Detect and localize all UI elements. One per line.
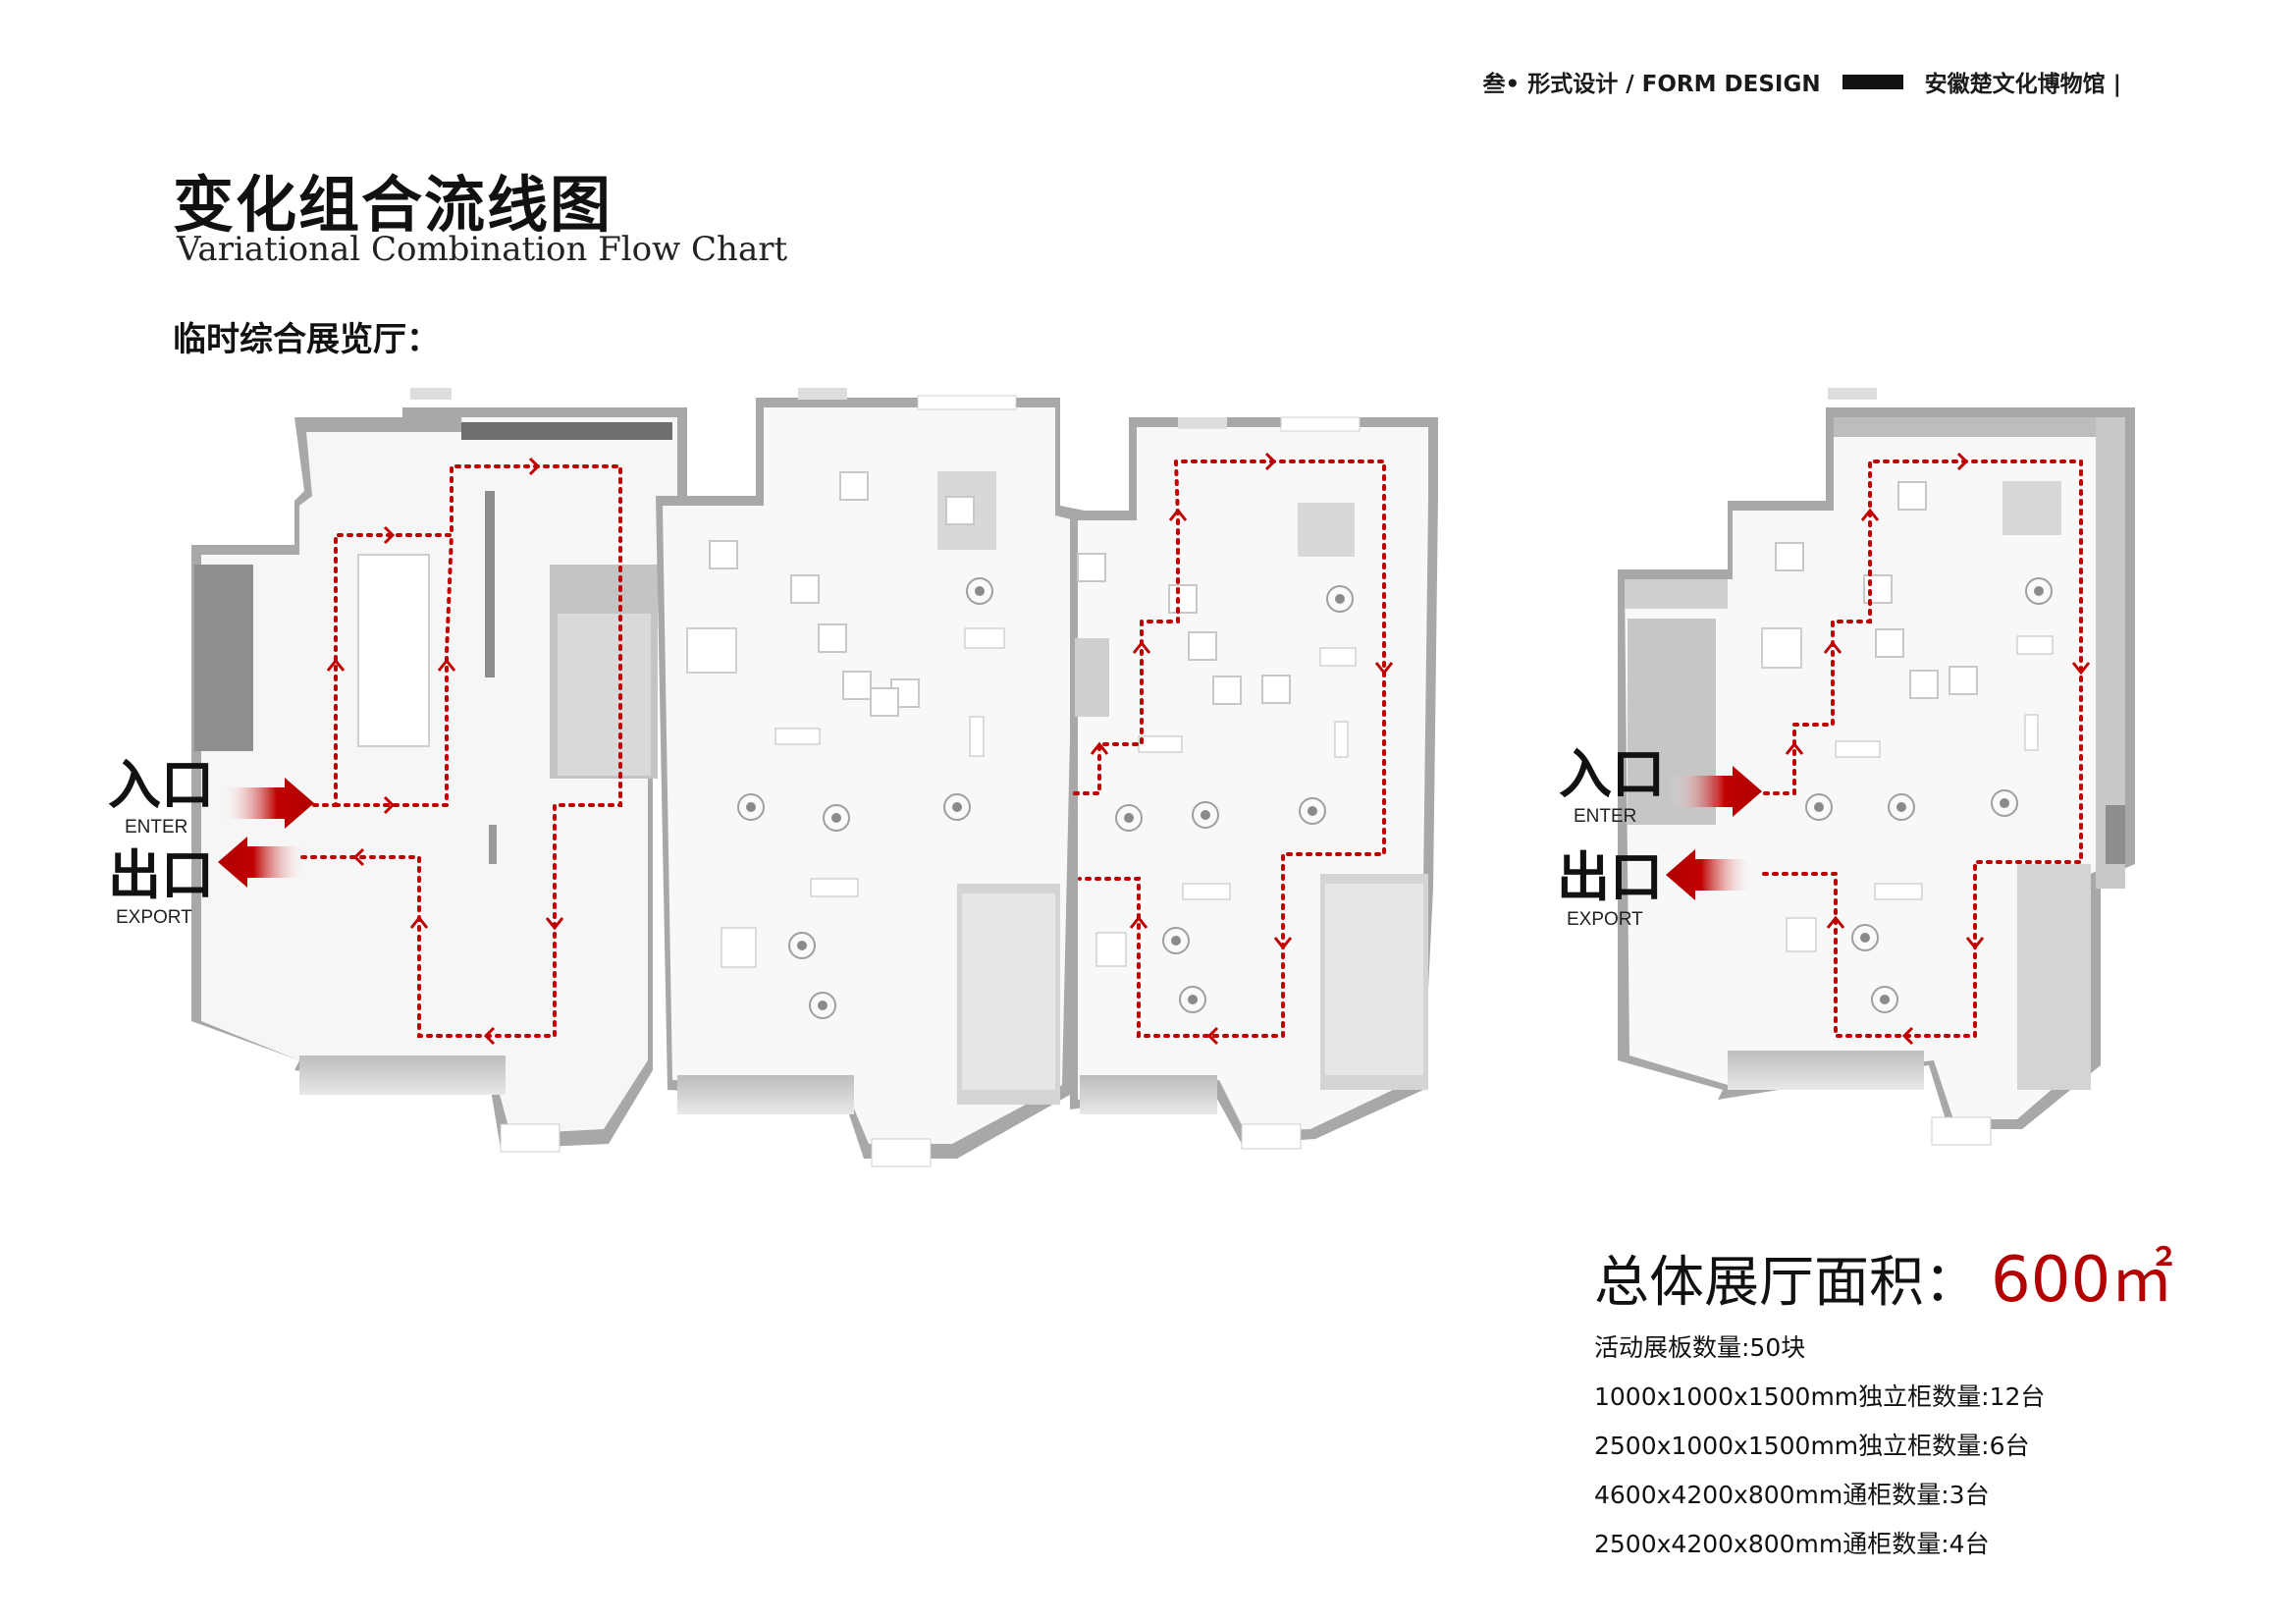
- combined-plan: 入口 ENTER 出口 EXPORT: [108, 388, 1438, 1167]
- exit-label-cn: 出口: [108, 844, 214, 906]
- flow-route-room-3: [1073, 460, 1386, 1038]
- single-flow-chevrons: [1785, 452, 2091, 1046]
- spec-item: 4600x4200x800mm通柜数量:3台: [1594, 1481, 1990, 1509]
- single-enter-label-cn: 入口: [1559, 743, 1665, 805]
- exit-arrow: [218, 837, 306, 888]
- single-exit-label-cn: 出口: [1557, 846, 1663, 908]
- room-2: [656, 388, 1085, 1167]
- total-area-value: 600㎡: [1991, 1244, 2174, 1317]
- header-divider-bar: [1842, 74, 1903, 89]
- spec-item: 2500x4200x800mm通柜数量:4台: [1594, 1530, 1990, 1558]
- section-title: 临时综合展览厅：: [173, 320, 440, 359]
- total-area: 总体展厅面积： 600㎡: [1594, 1229, 2173, 1320]
- exit-label-en: EXPORT: [116, 907, 192, 928]
- spec-item: 1000x1000x1500mm独立柜数量:12台: [1594, 1382, 2046, 1411]
- enter-label-en: ENTER: [125, 817, 187, 838]
- enter-label-cn: 入口: [108, 754, 214, 816]
- single-enter-arrow: [1669, 766, 1762, 817]
- single-exit-arrow: [1666, 849, 1754, 900]
- page-header: 叁• 形式设计 / FORM DESIGN 安徽楚文化博物馆 |: [1483, 65, 2121, 98]
- room-3: [1070, 416, 1438, 1150]
- single-exit-label-en: EXPORT: [1567, 909, 1643, 930]
- single-plan: 入口 ENTER 出口 EXPORT: [1557, 388, 2135, 1146]
- enter-arrow: [221, 778, 314, 829]
- flow-route-room-1-inner: [334, 533, 454, 807]
- flow-route-single: [1760, 460, 2083, 1038]
- flow-route-room-1: [300, 464, 622, 1038]
- page-subtitle: Variational Combination Flow Chart: [177, 230, 788, 269]
- header-project: 安徽楚文化博物馆 |: [1924, 72, 2121, 97]
- single-enter-label-en: ENTER: [1574, 806, 1636, 827]
- header-section: 叁• 形式设计 / FORM DESIGN: [1482, 72, 1821, 97]
- flow-direction-chevrons: [326, 452, 1394, 1046]
- spec-list: 活动展板数量:50块 1000x1000x1500mm独立柜数量:12台 250…: [1594, 1324, 2045, 1569]
- spec-item: 活动展板数量:50块: [1594, 1333, 1806, 1362]
- room-1: [191, 388, 687, 1153]
- total-area-label: 总体展厅面积：: [1594, 1251, 1979, 1315]
- page-title: 变化组合流线图: [173, 169, 614, 241]
- spec-item: 2500x1000x1500mm独立柜数量:6台: [1594, 1432, 2030, 1460]
